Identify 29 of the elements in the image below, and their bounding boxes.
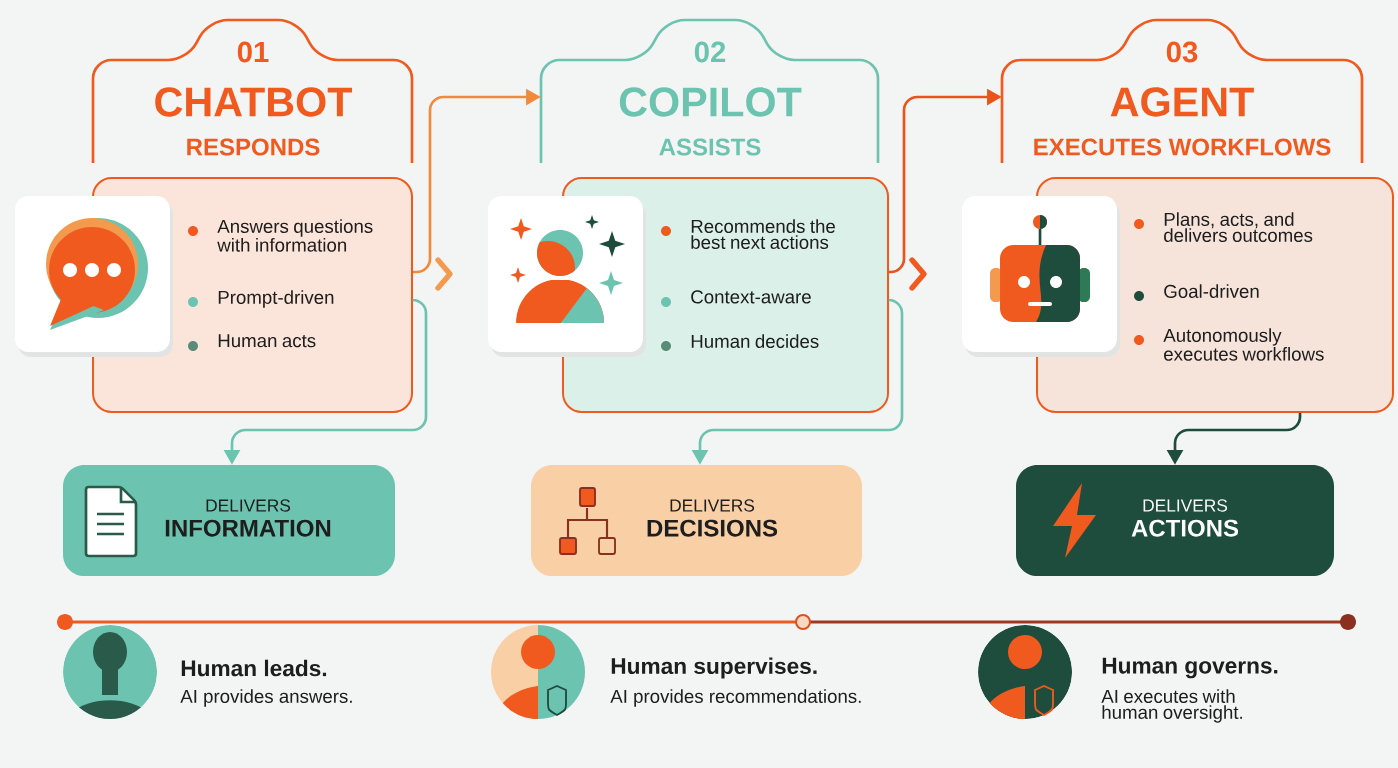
heading-text: Human governs. <box>1102 657 1278 679</box>
bullet-text: Human acts <box>218 334 316 348</box>
stage-title: CHATBOT <box>155 87 353 117</box>
bullet-text: Recommends the best next actions <box>691 219 835 249</box>
stage-subtitle: EXECUTES WORKFLOWS <box>1034 138 1331 156</box>
caption-text: AI provides recommendations. <box>610 689 861 707</box>
stage-header <box>1000 18 1364 163</box>
bullet-text: Autonomously executes workflows <box>1163 328 1324 361</box>
caption-text: AI provides answers. <box>180 689 352 707</box>
bullet-text: Goal-driven <box>1164 284 1259 298</box>
bullet-text: Prompt-driven <box>218 290 334 308</box>
output-card: DELIVERS ACTIONS <box>1016 465 1334 576</box>
bullet-text: Context-aware <box>691 290 811 304</box>
stage-header <box>539 18 880 163</box>
stage-subtitle: RESPONDS <box>187 138 320 156</box>
heading-text: Human leads. <box>181 659 327 677</box>
output-card: DELIVERS DECISIONS <box>531 465 862 576</box>
bullet-text: Human decides <box>691 334 819 348</box>
step-number: 01 <box>237 41 269 63</box>
stage-title: COPILOT <box>619 87 802 117</box>
caption-text: AI executes with human oversight. <box>1101 689 1242 723</box>
step-number: 02 <box>694 41 726 63</box>
heading-text: Human supervises. <box>611 657 817 679</box>
stage-title: AGENT <box>1110 87 1254 117</box>
step-number: 03 <box>1166 41 1198 63</box>
bullet-text: Answers questions with information <box>217 219 373 252</box>
stage-header <box>91 18 414 163</box>
bullet-text: Plans, acts, and delivers outcomes <box>1164 212 1313 242</box>
stage-subtitle: ASSISTS <box>659 138 761 156</box>
